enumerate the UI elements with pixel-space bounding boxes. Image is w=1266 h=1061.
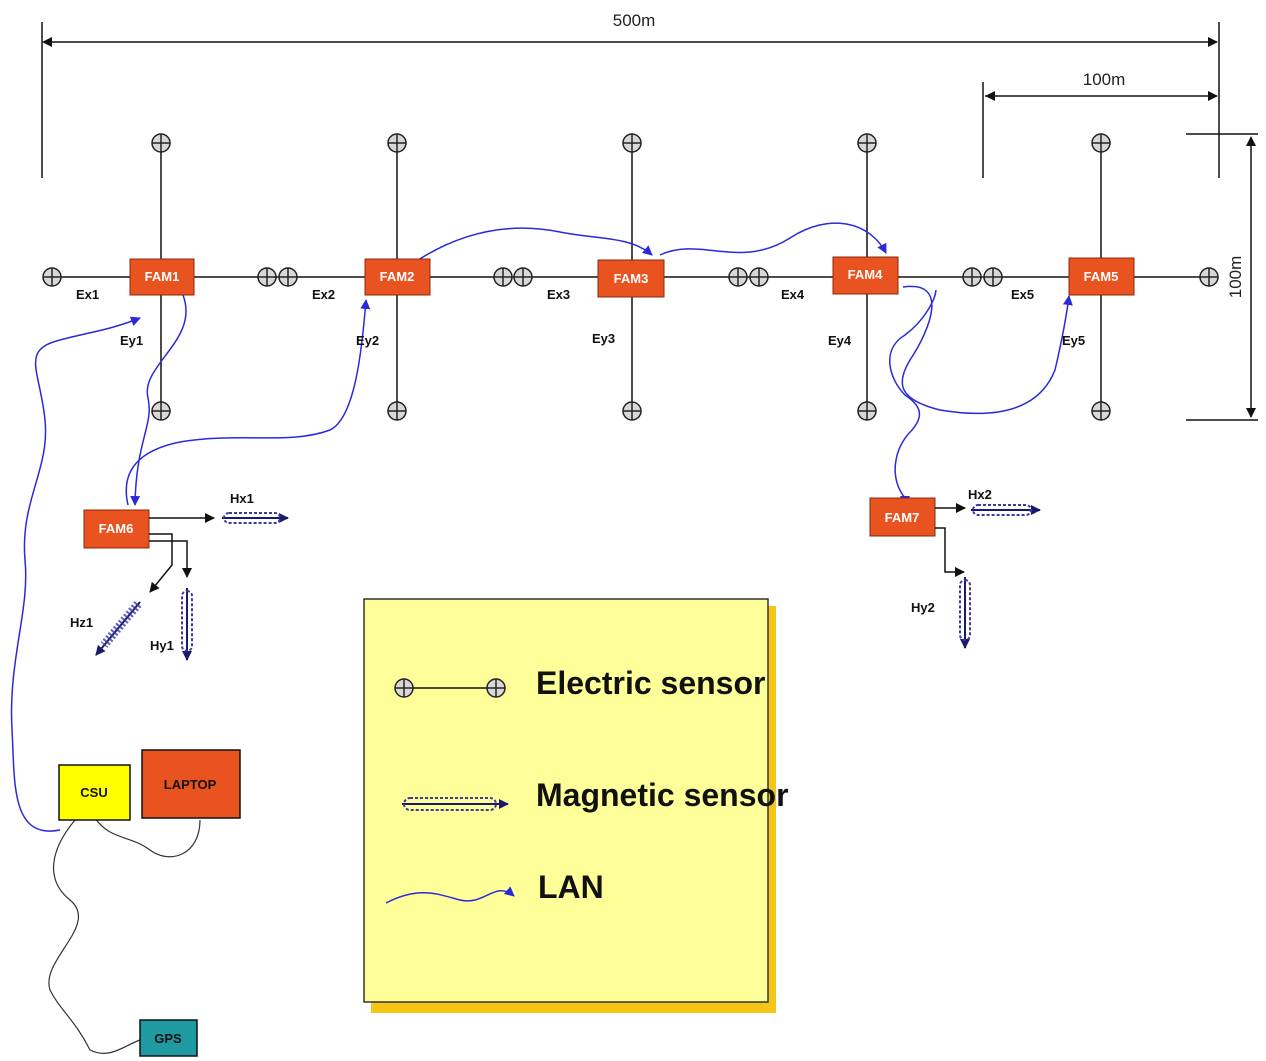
electric-sensor-icon [622,401,642,421]
fam-unit-4[interactable]: FAM4 [832,256,899,295]
magnetic-sensor-icon [403,797,497,811]
fam-unit-label: FAM1 [145,269,180,284]
electric-sensor-icon [278,267,298,287]
electric-sensor-icon [151,401,171,421]
fam-unit-2[interactable]: FAM2 [364,258,431,296]
electric-sensor-icon [387,401,407,421]
laptop-label: LAPTOP [164,777,217,792]
electric-sensor-icon [857,133,877,153]
fam-unit-label: FAM2 [380,269,415,284]
ex3-label: Ex3 [547,287,570,302]
legend-lan-label: LAN [538,869,604,905]
electric-sensor-icon [394,678,414,698]
electric-sensor-icon [387,133,407,153]
dimension-100m-vertical-label: 100m [1226,256,1245,299]
legend-magnetic-label: Magnetic sensor [536,777,789,813]
ey2-label: Ey2 [356,333,379,348]
ex5-label: Ex5 [1011,287,1034,302]
electric-sensor-icon [151,133,171,153]
electric-sensor-icon [42,267,62,287]
magnetic-sensor-hy2: Hy2 [911,577,971,649]
electric-sensor-icon [749,267,769,287]
gps-label: GPS [154,1031,182,1046]
legend-lan: LAN [385,869,604,905]
electric-channel-labels: Ex1 Ey1 Ex2 Ey2 Ex3 Ey3 Ex4 Ey4 Ex5 Ey5 [76,287,1085,348]
magnetic-sensor-hx1: Hx1 [222,491,289,524]
electric-sensor-icon [983,267,1003,287]
fam-unit-5[interactable]: FAM5 [1068,257,1135,296]
electric-sensor-icon [1091,401,1111,421]
fam-unit-label: FAM7 [885,510,920,525]
fam-unit-label: FAM5 [1084,269,1119,284]
ey4-label: Ey4 [828,333,852,348]
electric-sensor-icon [1199,267,1219,287]
fam-unit-1[interactable]: FAM1 [129,258,195,296]
magnetic-sensor-hx2: Hx2 [968,487,1041,516]
data-cables [48,817,201,1054]
electric-sensor-icon [257,267,277,287]
legend-electric: Electric sensor [394,665,765,701]
csu-box[interactable]: CSU [58,764,131,821]
legend-magnetic: Magnetic sensor [402,777,789,813]
magnetic-sensor-hy1: Hy1 [150,588,193,661]
ey1-label: Ey1 [120,333,143,348]
magnetic-sensor-hz1: Hz1 [70,601,142,656]
fam-unit-label: FAM6 [99,521,134,536]
dimension-500m: 500m [41,11,1220,178]
hy2-label: Hy2 [911,600,935,615]
hz1-label: Hz1 [70,615,93,630]
electric-sensor-icon [486,678,506,698]
dimension-100m-horizontal: 100m [982,70,1218,178]
dimension-100m-label: 100m [1083,70,1126,89]
fam-unit-3[interactable]: FAM3 [597,259,665,298]
fam-unit-7[interactable]: FAM7 [869,497,936,537]
fam-unit-label: FAM3 [614,271,649,286]
ex2-label: Ex2 [312,287,335,302]
electric-sensor-icon [728,267,748,287]
ex1-label: Ex1 [76,287,99,302]
dimension-500m-label: 500m [613,11,656,30]
fam7-connections [935,503,966,577]
electric-sensor-icon [622,133,642,153]
electric-sensor-icon [962,267,982,287]
electric-sensor-icon [1091,133,1111,153]
dimension-100m-vertical: 100m [1186,133,1258,421]
fam-unit-label: FAM4 [848,267,883,282]
lan-icon [385,886,515,904]
hx1-label: Hx1 [230,491,254,506]
laptop-box[interactable]: LAPTOP [141,749,241,819]
legend: Electric sensor Magnetic sensor LAN [363,598,789,1013]
hy1-label: Hy1 [150,638,174,653]
legend-box [363,598,769,1003]
electric-sensor-icon [857,401,877,421]
ey5-label: Ey5 [1062,333,1085,348]
csu-label: CSU [80,785,107,800]
fam-unit-6[interactable]: FAM6 [83,509,150,549]
electric-sensor-icon [513,267,533,287]
ey3-label: Ey3 [592,331,615,346]
hx2-label: Hx2 [968,487,992,502]
fam6-connections [149,513,215,593]
gps-box[interactable]: GPS [139,1019,198,1057]
legend-electric-label: Electric sensor [536,665,765,701]
electric-sensor-icon [493,267,513,287]
ex4-label: Ex4 [781,287,805,302]
